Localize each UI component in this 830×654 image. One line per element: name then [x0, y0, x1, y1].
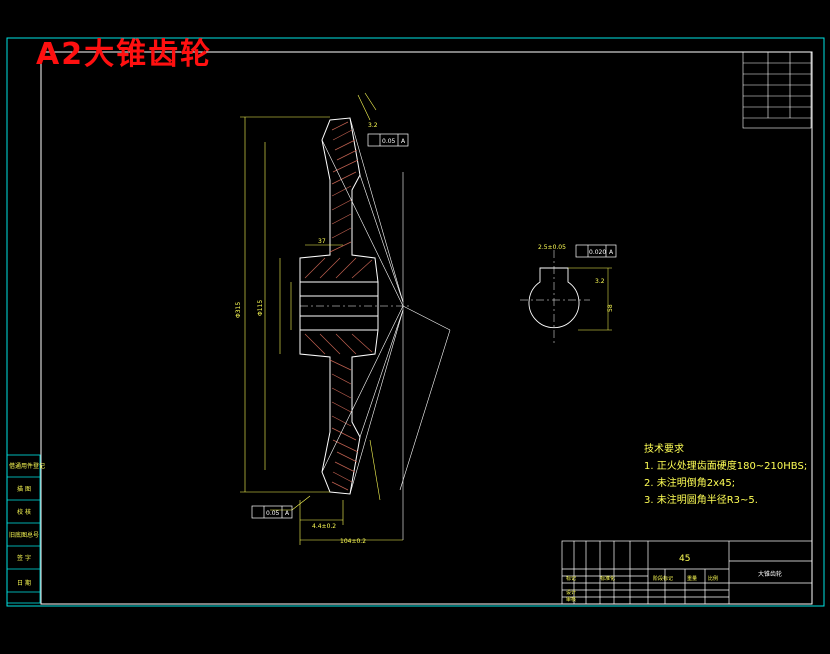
title-block [561, 540, 813, 605]
roughness-mark: 3.2 [368, 122, 378, 129]
tolerance-text: 0.05 0.05 0.020 A A A [266, 138, 614, 517]
svg-text:标准化: 标准化 [600, 575, 615, 582]
material-value: 45 [679, 554, 691, 564]
side-stamp-5: 签 字 [17, 555, 31, 562]
outer-diameter: Φ315 [235, 302, 242, 318]
side-stamp-2: 描 图 [17, 486, 31, 493]
hub-length: 37 [318, 238, 326, 245]
dimension-lines [240, 92, 403, 545]
svg-text:阶段标记: 阶段标记 [653, 575, 673, 582]
svg-text:审核: 审核 [566, 596, 576, 603]
keyway-dim: 2.5±0.05 [538, 244, 566, 251]
cone-lines [300, 117, 451, 540]
tol-bottom-value: 0.05 [266, 510, 280, 517]
svg-text:A: A [285, 510, 290, 517]
svg-text:重量: 重量 [687, 575, 697, 582]
bore-side-view [520, 250, 612, 345]
tech-req-item-3: 3. 未注明圆角半径R3~5. [644, 495, 758, 506]
tech-req-item-1: 1. 正火处理齿面硬度180~210HBS; [644, 461, 808, 472]
section-hatch [304, 121, 373, 491]
side-stamp-6: 日 期 [17, 580, 31, 587]
dimension-text: 37 Φ315 Φ115 4.4±0.2 104±0.2 2.5±0.05 58… [235, 122, 614, 545]
tolerance-frames [251, 133, 617, 519]
svg-text:比例: 比例 [708, 575, 718, 582]
bottom-dim-2: 104±0.2 [340, 538, 366, 545]
part-name: 大锥齿轮 [758, 571, 783, 578]
tech-req-item-2: 2. 未注明倒角2x45; [644, 478, 736, 489]
side-stamp-4: 旧底图总号 [9, 532, 40, 539]
svg-text:设计: 设计 [566, 589, 576, 596]
drawing-title: A2大锥齿轮 [36, 37, 213, 72]
svg-text:A: A [609, 249, 614, 256]
tol-side-value: 0.020 [589, 249, 606, 256]
side-stamp-table [6, 454, 41, 604]
bore-depth: 58 [607, 304, 614, 312]
bottom-dim-1: 4.4±0.2 [312, 523, 336, 530]
side-stamp-3: 校 核 [17, 509, 31, 516]
tol-top-value: 0.05 [382, 138, 396, 145]
svg-text:A: A [401, 138, 406, 145]
tech-requirements: 技术要求 1. 正火处理齿面硬度180~210HBS; 2. 未注明倒角2x45… [644, 441, 807, 509]
side-stamp-1: 借通用件登记 [9, 463, 46, 470]
inner-diameter: Φ115 [257, 300, 264, 316]
gear-param-table [742, 51, 812, 129]
svg-text:标记: 标记 [566, 575, 576, 582]
sheet-border [6, 37, 825, 607]
inner-frame [40, 51, 813, 605]
roughness-mark-2: 3.2 [595, 278, 605, 285]
tech-req-heading: 技术要求 [644, 444, 684, 455]
